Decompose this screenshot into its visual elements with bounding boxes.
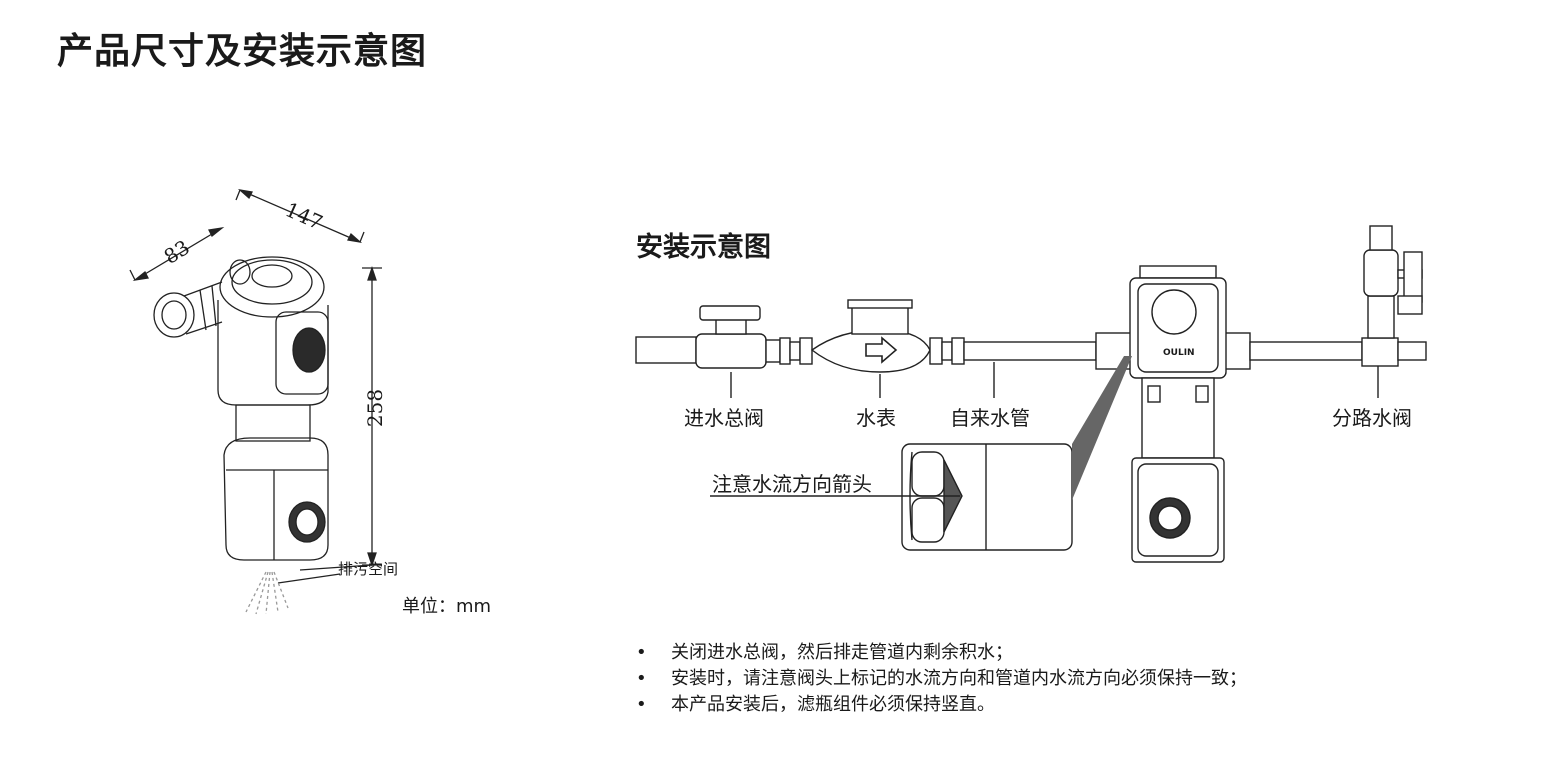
note-text: 关闭进水总阀，然后排走管道内剩余积水； bbox=[671, 642, 1013, 663]
page-title: 产品尺寸及安装示意图 bbox=[57, 31, 428, 72]
note-text: 安装时，请注意阀头上标记的水流方向和管道内水流方向必须保持一致； bbox=[671, 668, 1247, 689]
label-water-meter: 水表 bbox=[856, 406, 896, 430]
label-inlet-valve: 进水总阀 bbox=[684, 406, 764, 430]
label-branch-valve: 分路水阀 bbox=[1332, 406, 1412, 430]
note-item: • 本产品安装后，滤瓶组件必须保持竖直。 bbox=[636, 692, 1247, 718]
label-tap-pipe: 自来水管 bbox=[950, 406, 1030, 430]
drain-space-label: 排污空间 bbox=[338, 560, 399, 578]
bullet: • bbox=[636, 668, 647, 689]
bullet: • bbox=[636, 694, 647, 715]
bullet: • bbox=[636, 642, 647, 663]
install-section-title: 安装示意图 bbox=[636, 232, 771, 263]
product-dimension-drawing bbox=[129, 188, 382, 615]
note-item: • 安装时，请注意阀头上标记的水流方向和管道内水流方向必须保持一致； bbox=[636, 666, 1247, 692]
unit-label: 单位：mm bbox=[402, 596, 492, 617]
brand-logo: OULIN bbox=[1163, 348, 1195, 358]
note-text: 本产品安装后，滤瓶组件必须保持竖直。 bbox=[671, 694, 995, 715]
label-flow-arrow-note: 注意水流方向箭头 bbox=[712, 472, 872, 496]
note-item: • 关闭进水总阀，然后排走管道内剩余积水； bbox=[636, 640, 1247, 666]
install-notes: • 关闭进水总阀，然后排走管道内剩余积水； • 安装时，请注意阀头上标记的水流方向和… bbox=[636, 640, 1247, 718]
